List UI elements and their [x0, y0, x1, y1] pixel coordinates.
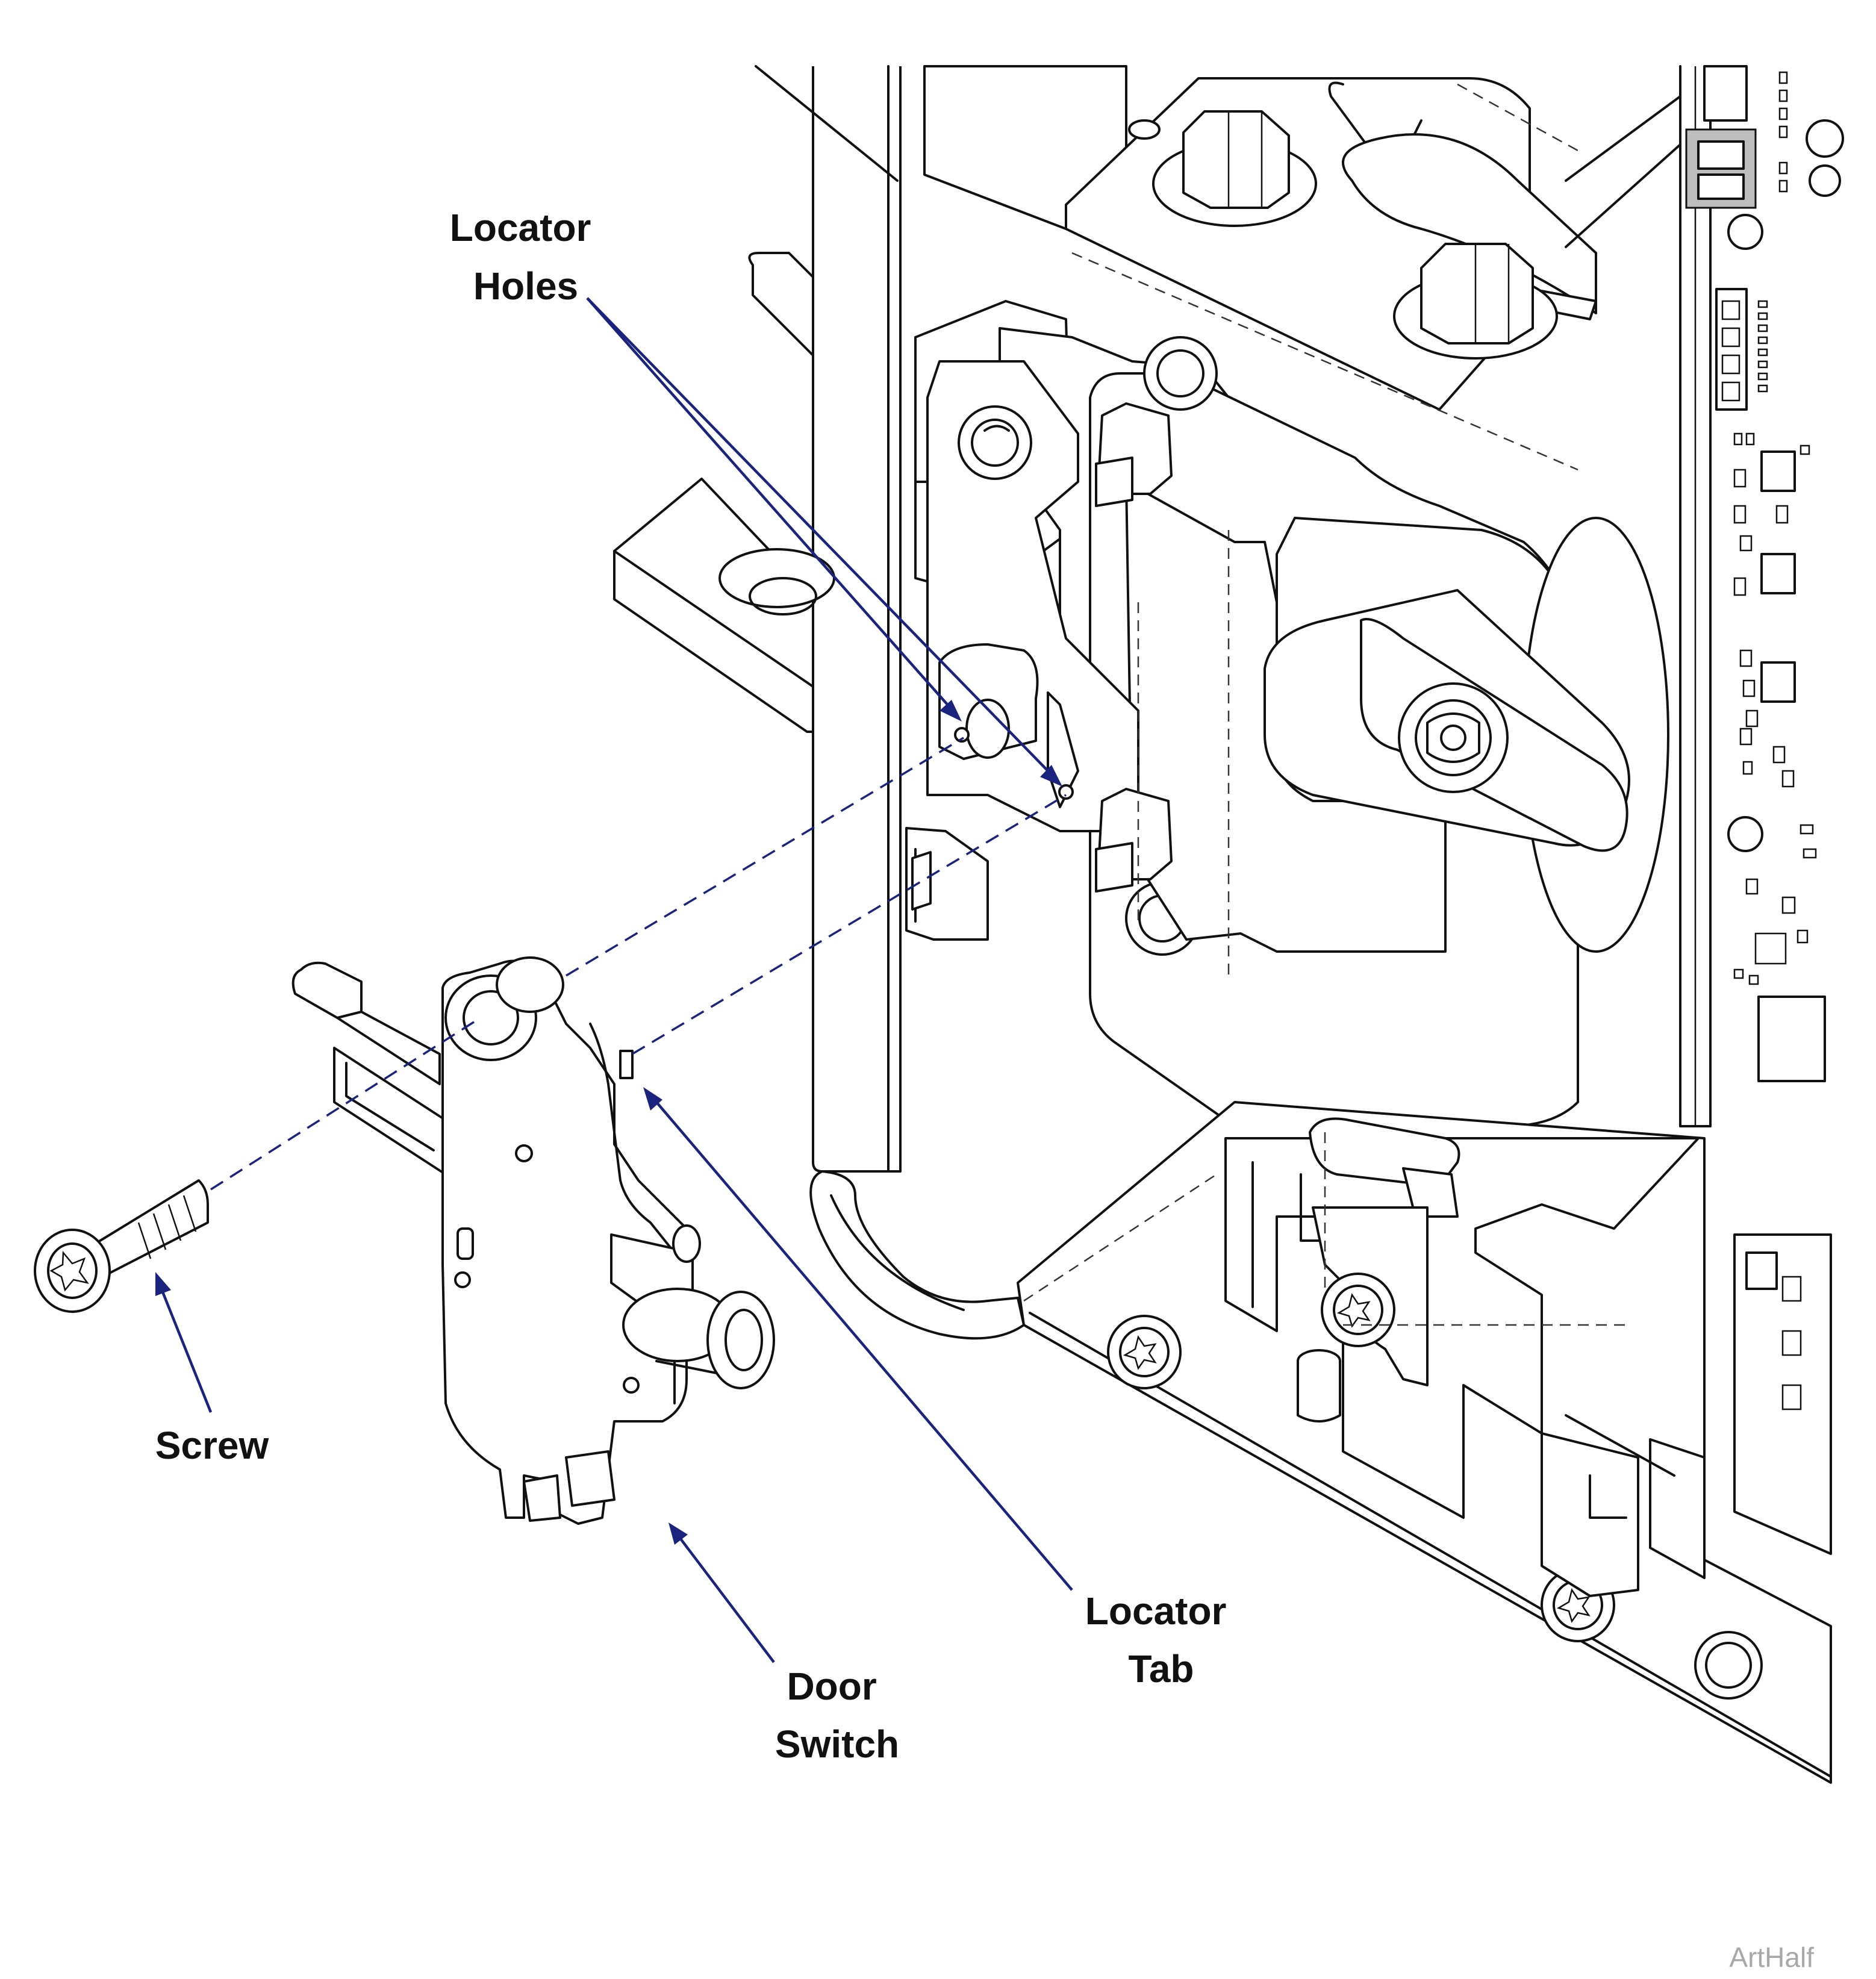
- alignment-lines: [210, 737, 1067, 1191]
- pivot-bosses: [905, 643, 1079, 941]
- cam-plate: [1089, 336, 1669, 1127]
- locator-tab-label-line-2: Tab: [1128, 1647, 1194, 1691]
- screw-leader: [155, 1272, 213, 1413]
- locator-tab-label-line-1: Locator: [1085, 1589, 1227, 1633]
- screw-label-line-1: Screw: [155, 1424, 269, 1467]
- hex-bolt-lower: [1393, 243, 1558, 360]
- leader-arrows: [155, 297, 1073, 1663]
- hex-bolt-upper: [1152, 110, 1317, 227]
- hidden-lines: [1023, 83, 1626, 1326]
- door-switch-label-line-1: Door: [787, 1665, 876, 1708]
- door-switch-label-line-2: Switch: [775, 1722, 899, 1766]
- door-switch: [291, 956, 775, 1525]
- locator-tab-leader: [643, 1087, 1073, 1591]
- circuit-board: [1679, 65, 1844, 1127]
- locator-holes-label: Locator Holes: [450, 206, 602, 308]
- hinge-block: [613, 478, 835, 733]
- locator-holes-leader: [586, 297, 1062, 787]
- latch-hook: [809, 1170, 1025, 1340]
- locator-tab-label: Locator Tab: [1085, 1589, 1237, 1691]
- locator-holes-label-line-2: Holes: [473, 264, 578, 308]
- door-switch-leader: [668, 1522, 775, 1663]
- upper-tab: [748, 252, 814, 357]
- screw: [34, 1179, 209, 1313]
- callout-labels: Locator Holes Screw Door Switch Locator …: [155, 206, 1814, 1973]
- screw-label: Screw: [155, 1424, 269, 1467]
- locator-holes-label-line-1: Locator: [450, 206, 591, 249]
- lower-chassis: [1017, 1101, 1832, 1784]
- door-switch-label: Door Switch: [775, 1665, 899, 1766]
- watermark-text: ArtHalf: [1729, 1942, 1814, 1973]
- mechanism-line-art: [613, 65, 1844, 1784]
